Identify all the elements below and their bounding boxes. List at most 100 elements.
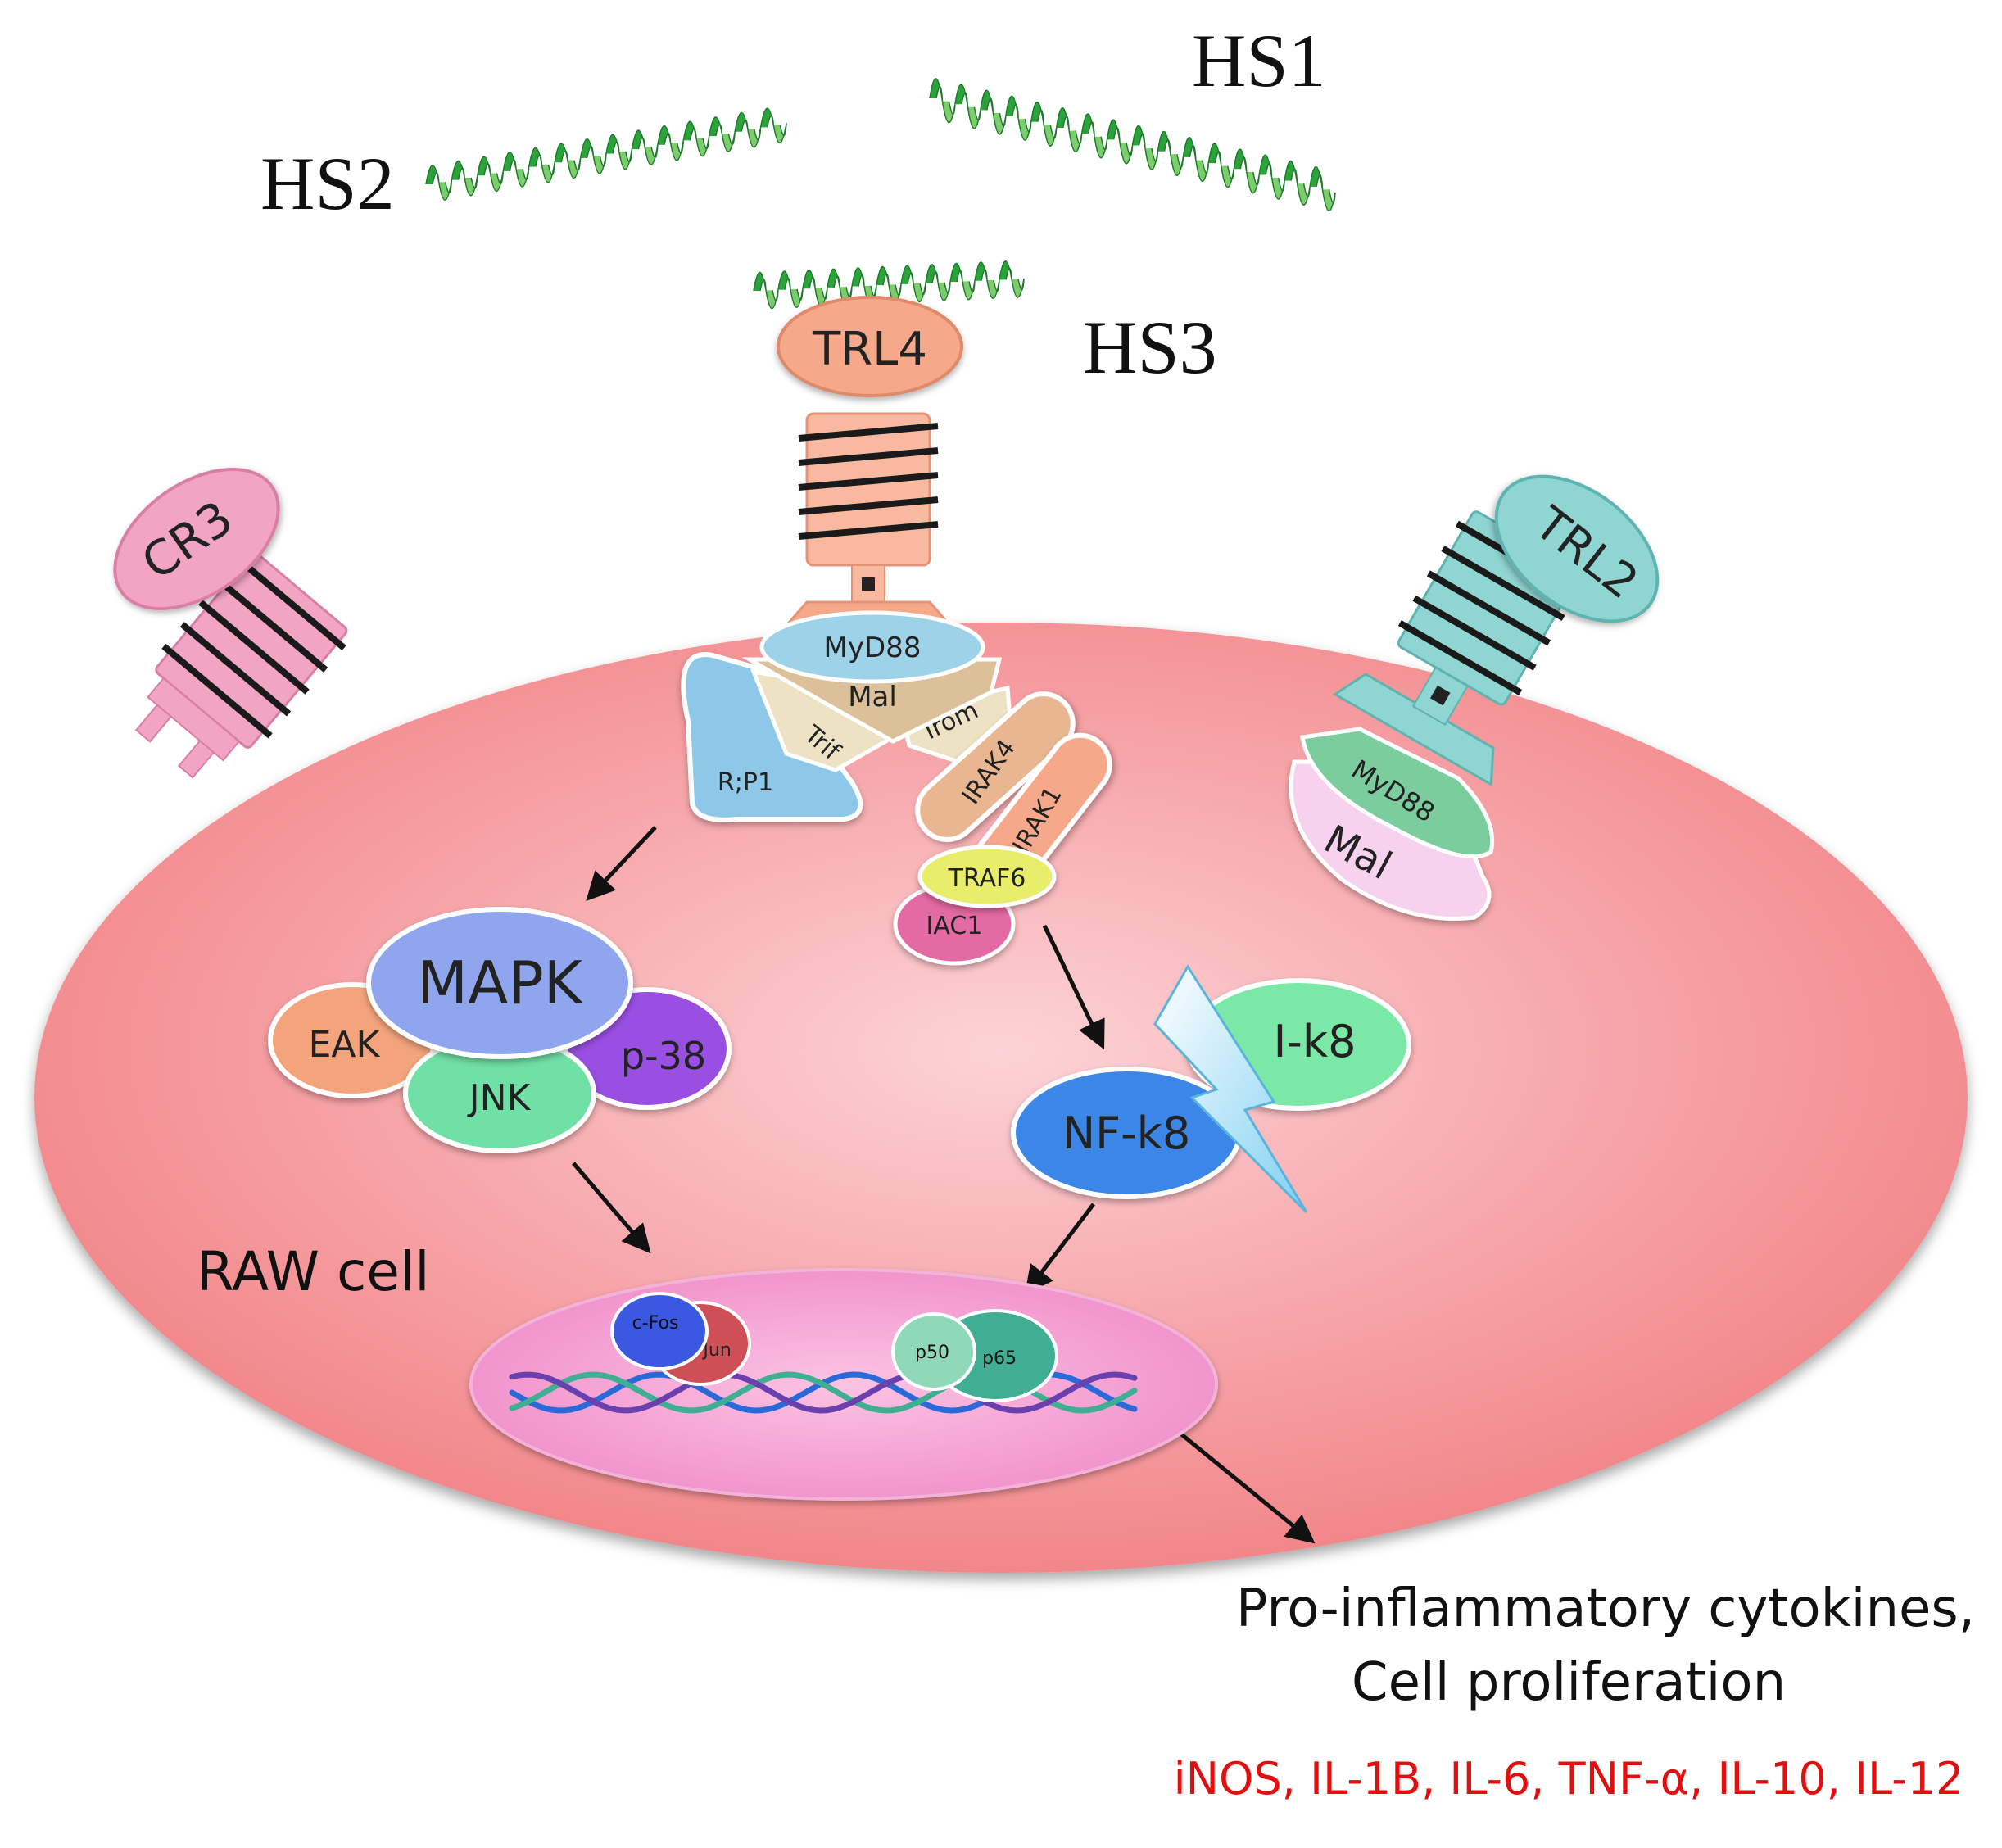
helix-segment [954,84,969,107]
tak1-label: IAC1 [926,912,983,940]
tlr2-receptor: Mal MyD88 TRL2 [1289,474,1660,922]
hs2-ligand-helix-icon [425,107,787,201]
helix-segment [437,179,453,201]
helix-segment [1017,119,1032,141]
tlr2-ectodomain [1494,474,1660,623]
p65-label: p65 [982,1348,1017,1369]
helix-segment [949,262,963,283]
helix-segment [1207,143,1222,166]
helix-segment [937,281,951,301]
helix-segment [1245,171,1260,194]
helix-segment [777,270,791,290]
helix-segment [980,89,994,114]
hs2-label: HS2 [260,142,395,225]
mapk-shape [366,907,633,1059]
hs3-label: HS3 [1083,306,1217,389]
rip1-shape [681,652,863,822]
cr3-ectodomain [113,467,280,611]
helix-segment [790,288,804,308]
helix-segment [1005,95,1020,120]
mal-label: Mal [848,681,897,713]
raw-cell-label: RAW cell [197,1240,430,1303]
helix-segment [1170,154,1184,176]
helix-segment [1144,147,1159,170]
helix-segment [900,265,914,284]
helix-segment [974,261,988,281]
nfkb-complex: I-k8 NF-k8 [1011,964,1411,1214]
helix-segment [876,265,890,286]
helix-segment [631,129,645,150]
helix-segment [502,152,517,172]
cfos-shape [610,1292,709,1370]
dna-strand [509,1371,1138,1414]
nfkb-label: NF-k8 [1062,1107,1191,1159]
helix-segment [1055,107,1070,131]
mapk-label: MAPK [417,949,584,1017]
helix-segment [554,143,568,163]
helix-segment [929,78,944,102]
arrow-mapk-to-nucleus [572,1162,651,1254]
hs1-ligand-helix-icon [929,78,1336,211]
helix-segment [986,279,1000,299]
helix-segment [1221,165,1234,188]
helix-segment [1068,130,1083,153]
helix-segment [1309,166,1324,190]
rip1-label: R;P1 [718,768,773,797]
cr3-receptor: CR3 [113,467,348,779]
helix-segment [851,267,865,287]
helix-segment [618,149,633,170]
helix-segment [1106,119,1121,143]
outcome-line1: Pro-inflammatory cytokines, [1236,1578,1975,1639]
helix-segment [1270,177,1285,200]
myd88-shape [759,610,985,684]
helix-segment [999,260,1012,280]
helix-segment [753,271,767,292]
helix-segment [1182,137,1197,161]
helix-segment [1131,125,1146,149]
tlr4-transmembrane-coils [798,423,939,540]
helix-segment [579,138,595,159]
lightning-bolt-icon [1153,964,1308,1214]
tlr2-myd88-shape [1300,727,1495,859]
helix-segment [1321,189,1336,211]
helix-segment [425,165,440,185]
helix-segment [1030,102,1044,125]
helix-segment [541,162,555,183]
helix-segment [669,140,685,161]
tlr2-mal-shape [1289,759,1492,922]
helix-segment [941,101,956,124]
helix-segment [657,125,672,145]
helix-segment [734,111,749,132]
helix-segment [1157,130,1171,155]
helix-segment [464,175,478,197]
helix-segment [913,283,926,302]
helix-segment [1011,278,1025,298]
helix-segment [827,268,840,288]
helix-segment [962,280,976,301]
helix-segment [759,107,775,128]
helix-segment [515,166,530,188]
jnk-label: JNK [467,1077,532,1119]
cytokine-markers: iNOS, IL-1B, IL-6, TNF-α, IL-10, IL-12 [1174,1753,1964,1805]
helix-segment [695,135,710,157]
traf6-shape [917,845,1057,908]
helix-segment [708,116,723,137]
tlr4-ectodomain [777,296,963,397]
p50-shape [891,1312,976,1391]
myd88-label: MyD88 [824,632,922,664]
helix-segment [489,170,505,192]
helix-segment [682,120,697,141]
ikb-label: I-k8 [1273,1016,1356,1067]
p50-label: p50 [915,1343,949,1363]
arrow-traf-to-nfkb [1042,924,1105,1050]
hs1-label: HS1 [1192,19,1326,102]
tlr4-label: TRL4 [812,323,927,376]
helix-segment [721,131,736,152]
helix-segment [451,160,465,180]
helix-segment [967,106,981,129]
p38-label: p-38 [621,1034,706,1078]
helix-segment [814,287,828,307]
erk-label: EAK [309,1024,381,1066]
helix-segment [477,156,491,176]
